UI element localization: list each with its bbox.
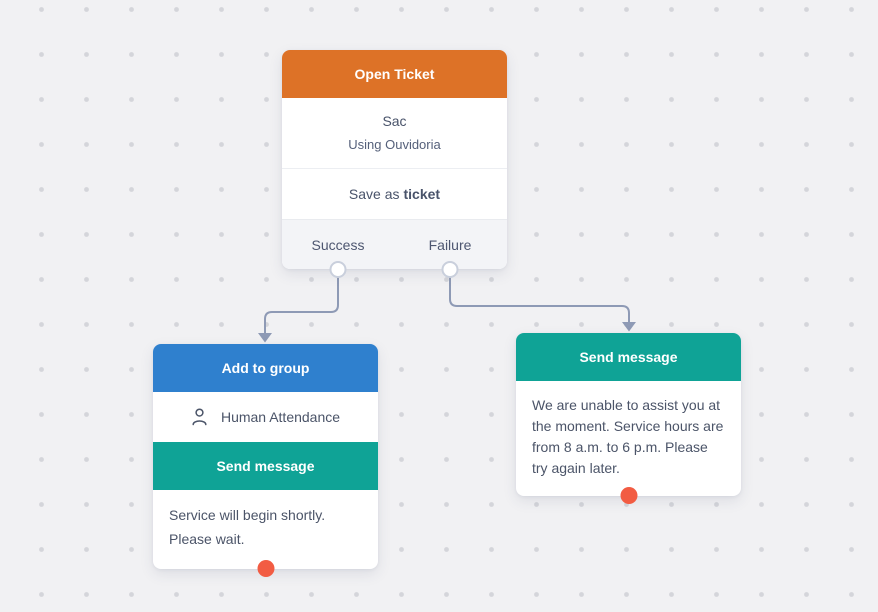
subnode-title: Send message (216, 458, 315, 474)
group-row: Human Attendance (153, 392, 378, 442)
arrow-down-icon (258, 333, 272, 343)
message-text: We are unable to assist you at the momen… (532, 397, 724, 476)
send-message-subheader[interactable]: Send message (153, 442, 378, 490)
node-add-to-group[interactable]: Add to group Human Attendance Send messa… (153, 344, 378, 577)
action-label: Save as (348, 186, 400, 202)
node-title: Send message (579, 349, 678, 365)
node-add-to-group-header[interactable]: Add to group (153, 344, 378, 392)
node-send-message[interactable]: Send message We are unable to assist you… (516, 333, 741, 504)
open-ticket-outputs: Success Failure (282, 219, 507, 278)
connector-failure[interactable] (449, 270, 630, 322)
success-port[interactable] (329, 261, 347, 278)
service-subtitle: Using Ouvidoria (348, 137, 441, 152)
message-text: Service will begin shortly. Please wait. (169, 507, 326, 547)
arrow-down-icon (622, 322, 636, 332)
action-label-bold: ticket (403, 186, 441, 202)
output-label-failure: Failure (428, 236, 472, 253)
connection-dot[interactable] (620, 487, 637, 504)
node-title: Open Ticket (354, 66, 435, 82)
connection-dot[interactable] (257, 560, 274, 577)
service-name: Sac (382, 113, 407, 129)
node-title: Add to group (221, 360, 310, 376)
node-open-ticket[interactable]: Open Ticket Sac Using Ouvidoria Save as … (282, 50, 507, 278)
open-ticket-action-section: Save as ticket (282, 169, 507, 219)
node-send-message-header[interactable]: Send message (516, 333, 741, 381)
person-icon (192, 408, 207, 426)
group-name: Human Attendance (220, 409, 341, 425)
open-ticket-service-section: Sac Using Ouvidoria (282, 98, 507, 169)
connector-success[interactable] (264, 270, 339, 333)
output-label-success: Success (311, 236, 365, 253)
failure-port[interactable] (441, 261, 459, 278)
node-open-ticket-header[interactable]: Open Ticket (282, 50, 507, 98)
